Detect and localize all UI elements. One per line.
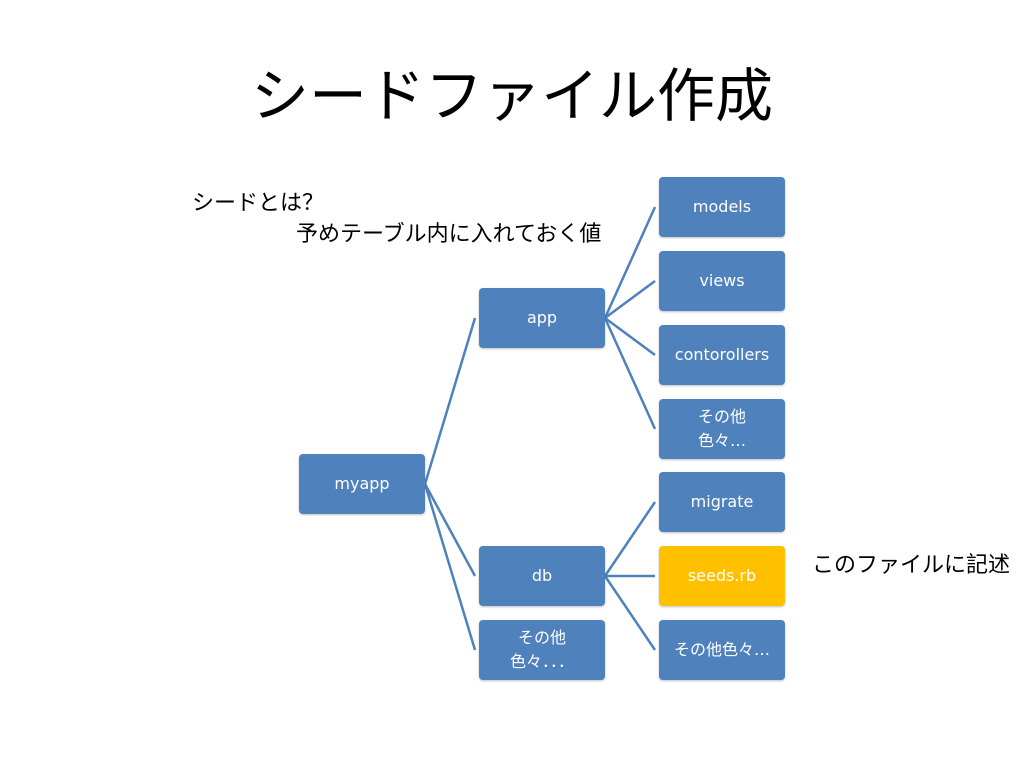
seeds-annotation-text: このファイルに記述	[812, 553, 1011, 578]
node-other-label-line1: その他	[517, 628, 566, 647]
connector-db-db-other	[603, 575, 657, 651]
seed-definition-text: 予めテーブル内に入れておく値	[296, 222, 602, 247]
node-models-label: models	[692, 197, 752, 216]
node-other[interactable]: その他 色々．．．	[479, 620, 605, 680]
node-models[interactable]: models	[659, 177, 785, 237]
connector-db-migrate	[603, 501, 657, 577]
node-migrate-label: migrate	[690, 492, 754, 511]
node-app-other-label-line1: その他	[697, 407, 746, 426]
page-title: シードファイル作成	[250, 62, 773, 130]
node-contorollers[interactable]: contorollers	[659, 325, 785, 385]
node-app-other[interactable]: その他 色々…	[659, 399, 785, 459]
node-migrate[interactable]: migrate	[659, 472, 785, 532]
node-seeds-rb[interactable]: seeds.rb	[659, 546, 785, 606]
connector-app-contorollers	[604, 316, 656, 357]
node-other-label-line2: 色々．．．	[509, 652, 574, 671]
node-db-other-label: その他色々…	[673, 640, 770, 659]
node-myapp[interactable]: myapp	[299, 454, 425, 514]
node-db-other[interactable]: その他色々…	[659, 620, 785, 680]
connector-app-models	[603, 206, 657, 319]
connector-app-app-other	[603, 317, 657, 430]
node-app-label: app	[526, 308, 558, 327]
connector-myapp-other	[423, 483, 477, 651]
seed-question-text: シードとは？	[192, 191, 325, 216]
connector-app-views	[604, 279, 656, 320]
node-views-label: views	[699, 271, 745, 290]
node-myapp-label: myapp	[334, 474, 390, 493]
node-db[interactable]: db	[479, 546, 605, 606]
node-app[interactable]: app	[479, 288, 605, 348]
node-app-other-label-line2: 色々…	[697, 431, 746, 450]
node-seeds-rb-label: seeds.rb	[687, 566, 757, 585]
connector-myapp-app	[423, 317, 477, 485]
node-db-label: db	[531, 566, 553, 585]
connector-myapp-db	[423, 483, 477, 577]
node-contorollers-label: contorollers	[674, 345, 770, 364]
node-views[interactable]: views	[659, 251, 785, 311]
